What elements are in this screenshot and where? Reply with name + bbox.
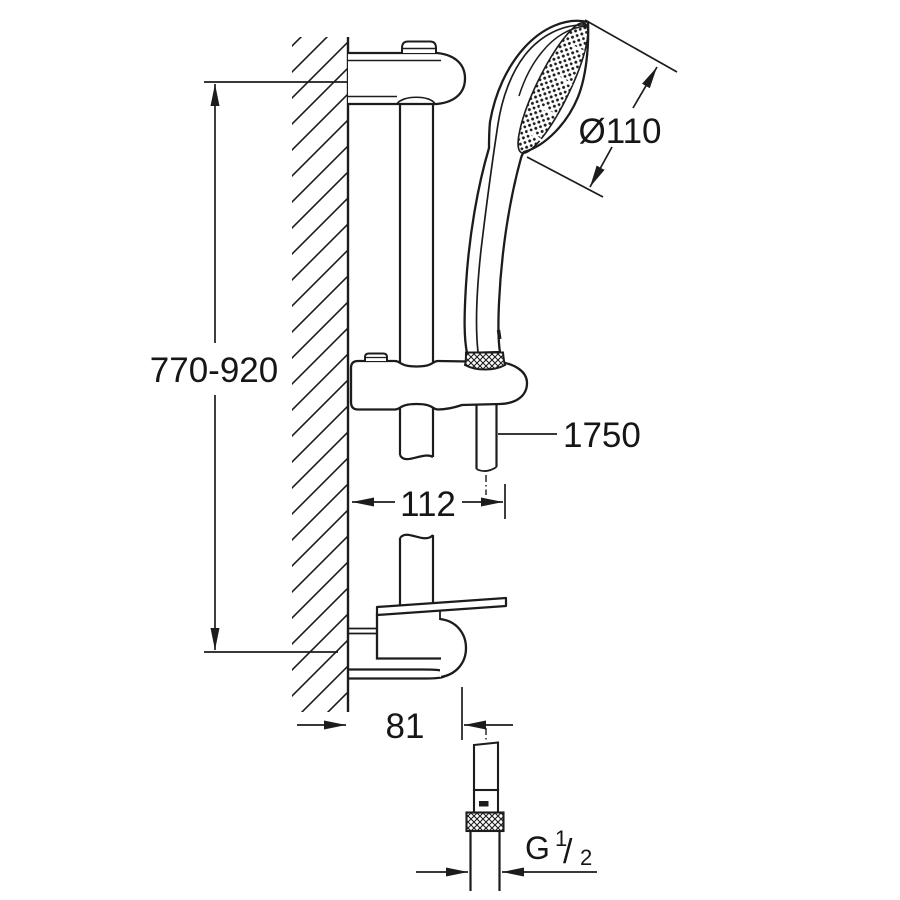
top-bracket-cap: [401, 40, 437, 53]
bottom-bracket-body: [375, 614, 441, 660]
shower-rail: [398, 104, 435, 606]
hose-length-label: 1750: [563, 416, 641, 455]
wall-section: [292, 37, 350, 712]
rail-lower-segment: [398, 535, 435, 606]
thread-size-label: G 1 / 2: [525, 826, 592, 871]
dim-head-diameter-lower: [589, 146, 613, 188]
bottom-wall-bracket: [348, 596, 508, 680]
head-diameter-label: Ø110: [578, 112, 661, 151]
rail-break-upper: [398, 454, 434, 461]
ext-line-head-top: [584, 19, 678, 73]
handle-seam-tick: [496, 329, 502, 340]
handle-knurl-ring: [463, 351, 507, 371]
bottom-bracket-wall-link: [348, 627, 377, 635]
thread-prefix: G: [525, 830, 550, 866]
hand-shower: [463, 19, 590, 355]
holder-offset-label: 112: [400, 485, 456, 524]
thread-slash: /: [563, 833, 573, 871]
soap-dish-shelf: [375, 596, 508, 617]
hose-break-end: [476, 466, 497, 472]
connector-slot: [479, 801, 489, 807]
hose-connector-assembly: [465, 728, 505, 891]
dimension-lines: [204, 19, 678, 877]
glide-holder-body: [349, 359, 529, 411]
wall-hatch: [292, 37, 348, 712]
spray-face: [517, 22, 589, 154]
dim-head-diameter-upper: [632, 66, 658, 109]
ext-line-head-bottom: [526, 156, 604, 198]
top-wall-bracket: [348, 40, 467, 106]
spray-face-streaks: [527, 43, 585, 143]
bracket-offset-label: 81: [386, 707, 425, 746]
shower-hose-lower: [469, 831, 501, 891]
bottom-bracket-lower-arm: [348, 668, 448, 680]
glide-holder: [349, 351, 529, 411]
rail-break-lower: [399, 533, 434, 540]
bottom-bracket-dome-fill: [440, 619, 466, 677]
rail-fillet: [396, 96, 436, 105]
connector-upper-body: [472, 741, 500, 792]
bottom-bracket-dome: [439, 617, 468, 679]
thread-numerator: 1: [555, 826, 567, 851]
rail-height-label: 770-920: [150, 351, 278, 390]
dimension-labels: 770-920 Ø110 1750 112 81 G 1 / 2: [150, 112, 662, 871]
handle-contour-line: [475, 24, 587, 353]
thread-denominator: 2: [580, 845, 592, 870]
connector-knurled-nut: [465, 811, 505, 833]
shower-hose-upper: [475, 404, 498, 495]
